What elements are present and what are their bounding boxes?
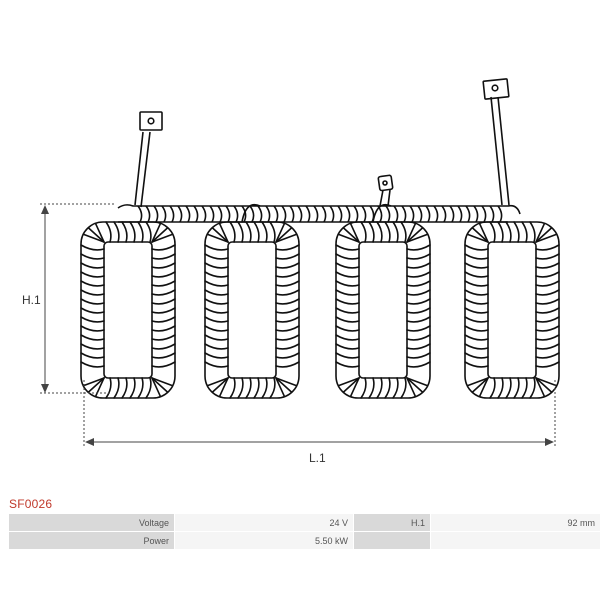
spec-value: 92 mm bbox=[431, 514, 600, 531]
spec-table: Voltage 24 V H.1 92 mm Power 5.50 kW bbox=[8, 513, 600, 550]
field-coil bbox=[80, 221, 176, 399]
spec-key: Voltage bbox=[9, 514, 174, 531]
dimension-h1-label: H.1 bbox=[22, 293, 41, 307]
field-coil bbox=[464, 221, 560, 399]
terminal-lead-left bbox=[134, 111, 163, 208]
spec-value: 5.50 kW bbox=[175, 532, 353, 549]
spec-row-voltage: Voltage 24 V H.1 92 mm bbox=[9, 514, 600, 531]
spec-value bbox=[431, 532, 600, 549]
terminal-lead-right bbox=[482, 78, 510, 206]
field-coil-drawing: H.1 L.1 bbox=[22, 78, 560, 465]
dimension-l1 bbox=[83, 380, 556, 446]
dimension-l1-label: L.1 bbox=[309, 451, 326, 465]
coil-group bbox=[80, 221, 560, 399]
spec-value: 24 V bbox=[175, 514, 353, 531]
spec-key: Power bbox=[9, 532, 174, 549]
connection-bundle bbox=[117, 203, 521, 223]
dimension-h1 bbox=[40, 203, 115, 394]
part-number: SF0026 bbox=[9, 497, 53, 511]
terminal-lead-center bbox=[377, 174, 394, 207]
spec-key bbox=[354, 532, 430, 549]
spec-key: H.1 bbox=[354, 514, 430, 531]
field-coil bbox=[335, 221, 431, 399]
field-coil bbox=[204, 221, 300, 399]
spec-row-power: Power 5.50 kW bbox=[9, 532, 600, 549]
